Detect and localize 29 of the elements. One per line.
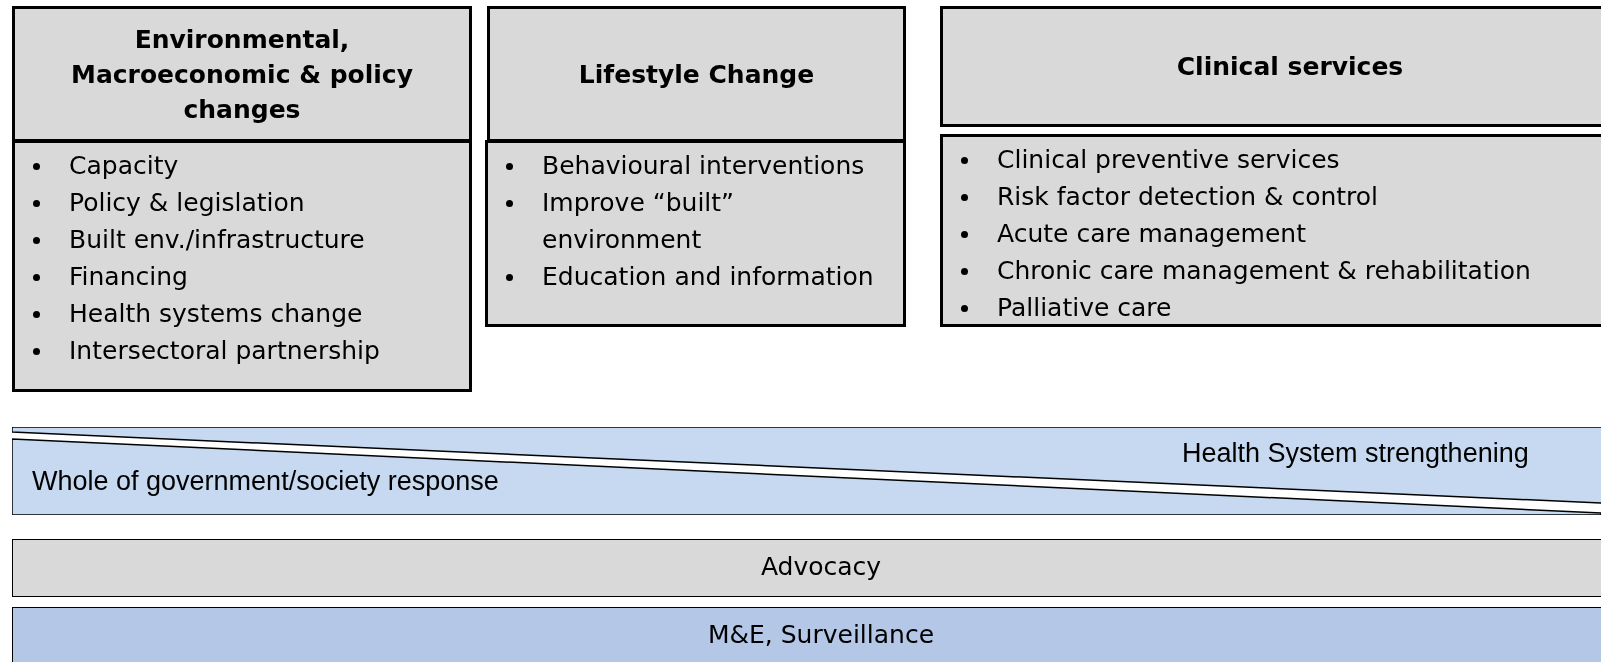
list-item: Intersectoral partnership (69, 335, 380, 367)
heading-text: Environmental, Macroeconomic & policy changes (70, 23, 414, 126)
list-item: Financing (69, 261, 188, 293)
heading-box (940, 6, 1601, 127)
heading-text: Clinical services (1176, 51, 1404, 83)
list-box (485, 140, 906, 327)
list-item: Risk factor detection & control (997, 181, 1379, 213)
heading-box (12, 6, 472, 142)
list-item: Clinical preventive services (997, 144, 1340, 176)
band-text: Whole of government/society response (32, 465, 499, 498)
list-item: Policy & legislation (69, 187, 305, 219)
band-text: M&E, Surveillance (707, 619, 935, 651)
list-box (940, 134, 1601, 327)
list-item: Built env./infrastructure (69, 224, 365, 256)
list-item: Acute care management (997, 218, 1306, 250)
band (12, 607, 1601, 662)
list-item: Education and information (542, 261, 874, 293)
band (12, 539, 1601, 597)
list-item: Behavioural interventions (542, 150, 865, 182)
heading-text: Lifestyle Change (578, 58, 815, 91)
list-item: Chronic care management & rehabilitation (997, 255, 1531, 287)
list-item: Capacity (69, 150, 179, 182)
list-item: Health systems change (69, 298, 363, 330)
heading-box (487, 6, 906, 142)
list-item: Palliative care (997, 292, 1172, 324)
list-box (12, 140, 472, 392)
list-item: Improve “built” environment (542, 187, 736, 256)
band-text: Advocacy (760, 551, 882, 583)
band-text: Health System strengthening (1182, 437, 1529, 470)
